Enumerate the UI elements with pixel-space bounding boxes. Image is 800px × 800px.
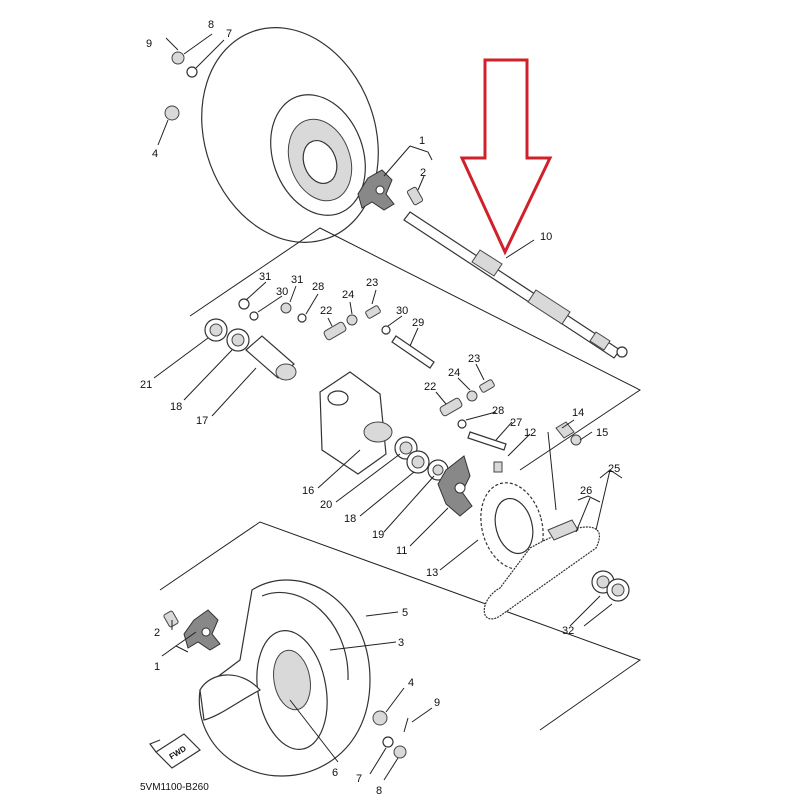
part-label: 30 (276, 286, 288, 298)
part-label: 5 (402, 607, 408, 619)
part-label: 25 (608, 463, 620, 475)
part-label: 31 (259, 271, 271, 283)
part-label: 22 (320, 305, 332, 317)
part-label: 1 (419, 135, 425, 147)
part-label: 2 (154, 627, 160, 639)
part-label: 32 (562, 625, 574, 637)
rear-wheel-bottom (198, 579, 371, 777)
part-label: 9 (146, 38, 152, 50)
hub-bolt-top (406, 186, 424, 206)
part-label: 4 (408, 677, 414, 689)
part-label: 10 (540, 231, 552, 243)
highlight-arrow (459, 58, 553, 256)
part-label: 2 (420, 167, 426, 179)
part-label: 7 (226, 28, 232, 40)
part-label: 30 (396, 305, 408, 317)
part-label: 22 (424, 381, 436, 393)
part-label: 28 (492, 405, 504, 417)
wheel-hardware-bottom (372, 710, 409, 759)
bearings-right (394, 436, 449, 481)
part-label: 28 (312, 281, 324, 293)
part-label: 18 (170, 401, 182, 413)
part-label: 17 (196, 415, 208, 427)
part-label: 9 (434, 697, 440, 709)
part-label: 12 (524, 427, 536, 439)
part-label: 31 (291, 274, 303, 286)
part-label: 1 (154, 661, 160, 673)
rear-sprocket (480, 482, 544, 570)
part-label: 24 (448, 367, 460, 379)
part-labels: 1 2 4 7 8 9 10 31 31 30 28 24 23 22 30 2… (140, 19, 620, 797)
sprocket-hub (437, 455, 473, 517)
part-label: 29 (412, 317, 424, 329)
part-label: 21 (140, 379, 152, 391)
part-label: 14 (572, 407, 584, 419)
bearings-left (204, 318, 250, 352)
part-label: 8 (208, 19, 214, 31)
part-label: 6 (332, 767, 338, 779)
carrier-sleeve (245, 335, 297, 381)
wheel-hardware-top (164, 37, 198, 121)
part-label: 20 (320, 499, 332, 511)
wheel-hub-bottom (163, 609, 221, 651)
rear-wheel-top (201, 27, 379, 243)
part-label: 13 (426, 567, 438, 579)
axle-carrier (319, 371, 393, 475)
part-label: 19 (372, 529, 384, 541)
part-label: 23 (366, 277, 378, 289)
part-label: 4 (152, 148, 158, 160)
exploded-outline-top (189, 227, 641, 471)
chain-adjuster-hardware (493, 421, 582, 511)
fwd-indicator: FWD (149, 733, 201, 769)
drive-chain (483, 519, 630, 620)
wheel-hub-top (357, 169, 395, 211)
part-label: 16 (302, 485, 314, 497)
part-label: 24 (342, 289, 354, 301)
exploded-outline-bottom (159, 521, 642, 731)
part-label: 15 (596, 427, 608, 439)
carrier-hardware (238, 298, 507, 451)
diagram-code: 5VM1100-B260 (140, 782, 209, 793)
part-label: 3 (398, 637, 404, 649)
part-label: 18 (344, 513, 356, 525)
leader-lines (153, 33, 623, 781)
part-label: 27 (510, 417, 522, 429)
part-label: 23 (468, 353, 480, 365)
part-label: 11 (396, 545, 407, 557)
part-label: 26 (580, 485, 592, 497)
part-label: 8 (376, 785, 382, 797)
part-label: 7 (356, 773, 362, 785)
rear-axle (403, 211, 628, 359)
